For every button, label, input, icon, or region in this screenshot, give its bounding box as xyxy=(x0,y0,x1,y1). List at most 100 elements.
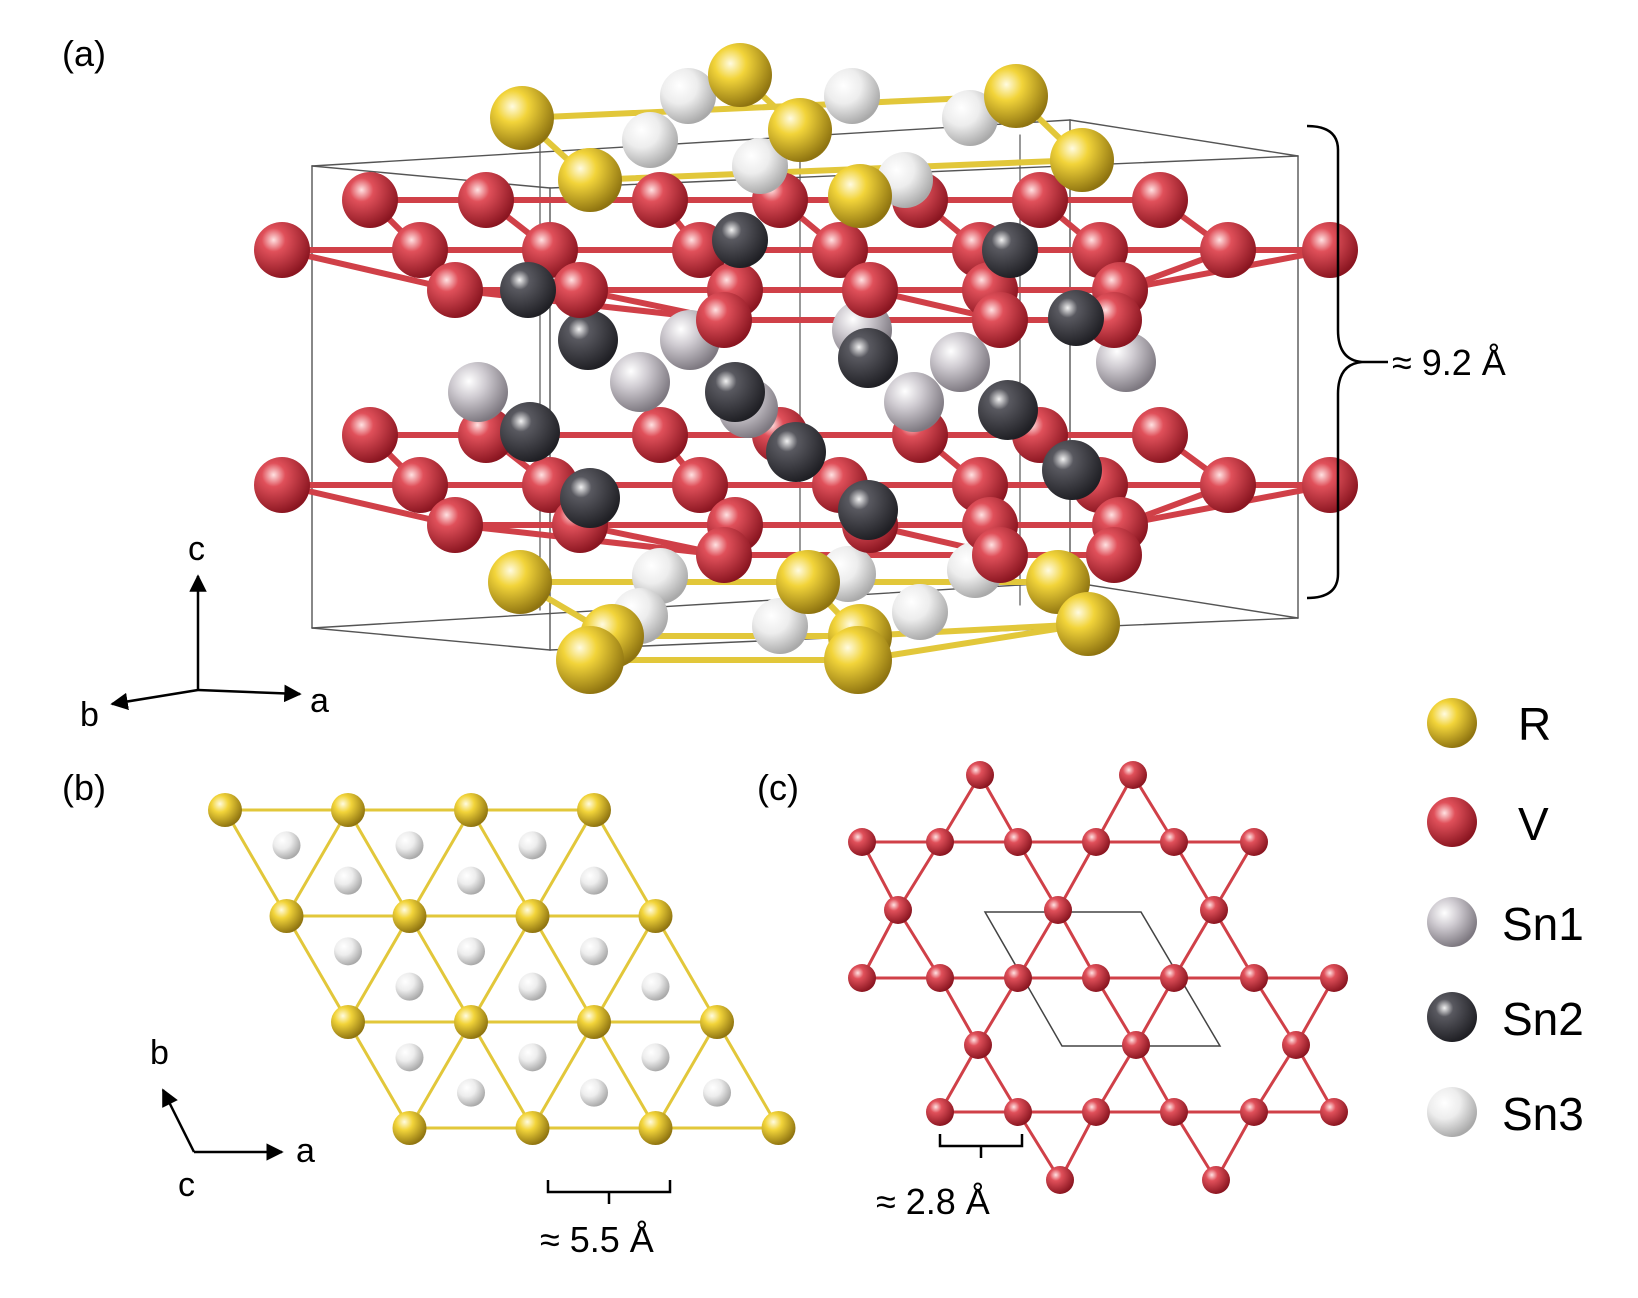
r-bond xyxy=(469,914,534,1024)
v-atom xyxy=(427,497,483,553)
r-bond xyxy=(531,808,596,918)
sn3-atom xyxy=(641,1043,670,1072)
sn1-atom xyxy=(884,372,944,432)
r-atom xyxy=(1050,128,1114,192)
v-atom xyxy=(632,407,688,463)
sn2-atom xyxy=(1048,290,1104,346)
sn2-atom xyxy=(712,212,768,268)
v-atom xyxy=(458,172,514,228)
v-atom xyxy=(392,457,448,513)
legend-swatch-sn1 xyxy=(1427,897,1477,947)
r-bond xyxy=(592,1020,657,1130)
legend-item-v: V xyxy=(1427,797,1549,850)
legend-item-sn1: Sn1 xyxy=(1427,897,1584,950)
v-spacing-label: ≈ 2.8 Å xyxy=(876,1181,990,1222)
v-bond xyxy=(279,482,458,528)
r-bond xyxy=(857,621,1091,663)
v-atom xyxy=(1082,1098,1110,1126)
r-atom xyxy=(331,1005,365,1039)
sn2-atom xyxy=(1042,440,1102,500)
v-bond xyxy=(279,247,458,293)
v-atom xyxy=(972,527,1028,583)
panel-label-a: (a) xyxy=(62,33,106,74)
legend-swatch-sn3 xyxy=(1427,1087,1477,1137)
c-height-label: ≈ 9.2 Å xyxy=(1392,342,1506,383)
r-atom xyxy=(708,43,772,107)
v-atom xyxy=(848,828,876,856)
sn2-atom xyxy=(982,222,1038,278)
v-atom xyxy=(696,527,752,583)
v-atom xyxy=(254,222,310,278)
r-bond xyxy=(346,914,411,1024)
sn2-atom xyxy=(705,362,765,422)
r-atom xyxy=(392,899,427,933)
legend: R V Sn1 Sn2 Sn3 xyxy=(1427,698,1584,1140)
r-atom xyxy=(768,98,832,162)
cell-edge xyxy=(311,581,1071,629)
v-atom xyxy=(1082,964,1110,992)
legend-label-sn3: Sn3 xyxy=(1502,1088,1584,1140)
r-bond xyxy=(857,621,1091,639)
r-bond xyxy=(346,1020,411,1130)
c-height-bracket xyxy=(1306,124,1363,600)
v-atom xyxy=(1160,828,1188,856)
r-bond xyxy=(592,914,657,1024)
v-atom xyxy=(1240,828,1268,856)
v-atom xyxy=(1200,457,1256,513)
v-atom xyxy=(696,292,752,348)
sn3-atom xyxy=(942,90,998,146)
r-atom xyxy=(490,86,554,150)
r-atom xyxy=(638,899,673,933)
sn3-atom xyxy=(518,831,547,860)
r-bond xyxy=(715,1020,780,1130)
v-atom xyxy=(1202,1166,1230,1194)
v-atom xyxy=(1004,1098,1032,1126)
r-bond xyxy=(223,808,288,918)
v-atom xyxy=(1004,964,1032,992)
v-atom xyxy=(1200,896,1228,924)
r-bond xyxy=(531,914,596,1024)
r-bond xyxy=(592,808,657,918)
v-atom xyxy=(1160,1098,1188,1126)
cell-edge xyxy=(311,627,551,651)
v-atom xyxy=(1132,407,1188,463)
v-atom xyxy=(1282,1031,1310,1059)
v-atom xyxy=(1044,896,1072,924)
axis-label-b: b xyxy=(80,696,99,734)
legend-label-sn1: Sn1 xyxy=(1502,898,1584,950)
r-bond xyxy=(654,914,719,1024)
cell-edge xyxy=(1069,119,1299,157)
panel-label-c: (c) xyxy=(757,767,799,808)
axis-triad-b: b a c xyxy=(150,1034,315,1204)
sn3-atom xyxy=(457,866,485,895)
r-bond xyxy=(531,1020,596,1130)
r-atom xyxy=(269,899,304,933)
sn3-atom xyxy=(732,138,788,194)
r-atom xyxy=(700,1005,734,1039)
sn2-atom xyxy=(558,310,618,370)
sn2-atom xyxy=(766,422,826,482)
r-atom xyxy=(208,793,242,827)
sn2-atom xyxy=(560,468,620,528)
r-atom xyxy=(776,550,840,614)
r-bond xyxy=(346,808,411,918)
axis-label-a2: a xyxy=(296,1132,315,1170)
v-atom xyxy=(964,1031,992,1059)
v-atom xyxy=(972,292,1028,348)
r-atom xyxy=(392,1111,427,1145)
sn3-atom xyxy=(824,68,880,124)
legend-swatch-r xyxy=(1427,698,1477,748)
r-atom xyxy=(558,148,622,212)
sn3-atom xyxy=(395,1043,424,1072)
sn2-atom xyxy=(500,262,556,318)
cell-edge xyxy=(1069,581,1299,619)
r-atom xyxy=(824,626,892,694)
legend-label-sn2: Sn2 xyxy=(1502,993,1584,1045)
sn3-atom xyxy=(395,972,424,1001)
r-bond xyxy=(408,808,473,918)
v-atom xyxy=(1302,222,1358,278)
v-atom xyxy=(926,1098,954,1126)
r-atom xyxy=(577,793,611,827)
r-atom xyxy=(515,899,550,933)
sn3-atom xyxy=(703,1078,731,1107)
